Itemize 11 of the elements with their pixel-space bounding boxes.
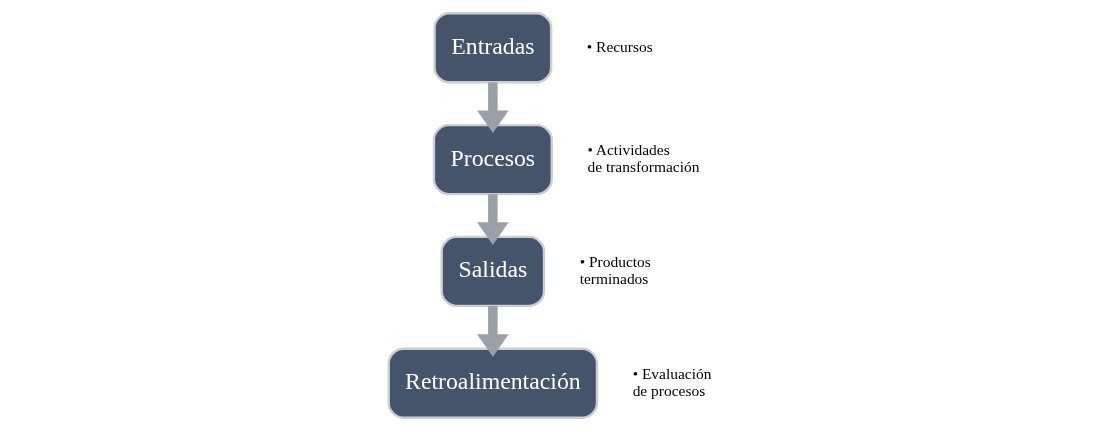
node-label: • Productos terminados xyxy=(579,253,651,287)
node-box: Procesos xyxy=(432,123,553,196)
node-box: Entradas xyxy=(433,12,553,84)
arrow xyxy=(477,82,509,134)
node-label: • Evaluación de procesos xyxy=(632,364,712,399)
node-label: • Recursos xyxy=(586,37,653,55)
arrow xyxy=(477,306,509,357)
node-label: • Actividades de transformación xyxy=(587,141,700,175)
node-box: Salidas xyxy=(440,235,546,308)
node-box: Retroalimentación xyxy=(387,347,599,419)
arrow xyxy=(477,194,509,245)
